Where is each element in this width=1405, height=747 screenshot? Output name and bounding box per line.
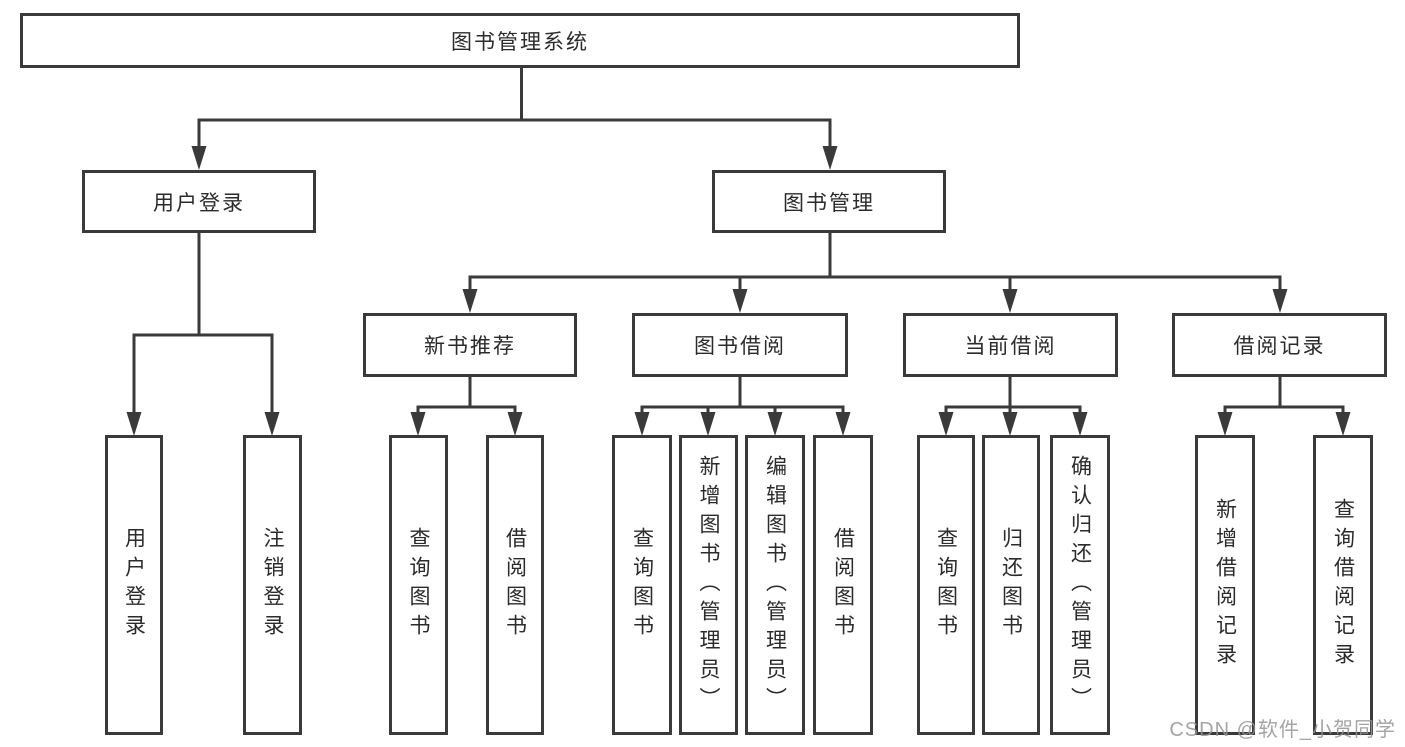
leaf-query-books-3-label: 查询图书 <box>934 527 958 643</box>
node-book-management-label: 图书管理 <box>783 191 875 215</box>
node-current-borrowing: 当前借阅 <box>903 313 1118 377</box>
leaf-query-books-2: 查询图书 <box>612 435 672 735</box>
leaf-confirm-return-admin-label: 确认归还（管理员） <box>1068 454 1092 716</box>
leaf-add-borrow-record: 新增借阅记录 <box>1195 435 1255 735</box>
node-borrowing-records-label: 借阅记录 <box>1233 335 1326 358</box>
leaf-logout-label: 注销登录 <box>261 527 284 643</box>
leaf-logout: 注销登录 <box>243 435 302 735</box>
leaf-user-login-label: 用户登录 <box>122 527 146 643</box>
leaf-add-books-admin-label: 新增图书（管理员） <box>697 454 720 716</box>
node-user-login: 用户登录 <box>82 170 316 233</box>
leaf-query-books-3: 查询图书 <box>917 435 975 735</box>
leaf-query-books-2-label: 查询图书 <box>630 527 654 643</box>
watermark: CSDN @软件_小贺同学 <box>1169 719 1396 741</box>
node-borrowing-records: 借阅记录 <box>1172 313 1387 377</box>
leaf-return-books: 归还图书 <box>982 435 1040 735</box>
node-root-label: 图书管理系统 <box>451 30 589 54</box>
leaf-add-books-admin: 新增图书（管理员） <box>679 435 738 735</box>
leaf-query-borrow-record: 查询借阅记录 <box>1313 435 1373 735</box>
node-book-management: 图书管理 <box>712 170 946 233</box>
leaf-borrow-books-2: 借阅图书 <box>813 435 873 735</box>
node-current-borrowing-label: 当前借阅 <box>964 335 1057 358</box>
leaf-user-login: 用户登录 <box>105 435 163 735</box>
node-new-book-recommend-label: 新书推荐 <box>424 335 516 358</box>
node-user-login-label: 用户登录 <box>153 191 245 215</box>
node-new-book-recommend: 新书推荐 <box>363 313 577 377</box>
arrowheads <box>126 146 1351 436</box>
node-book-borrowing: 图书借阅 <box>632 313 848 377</box>
leaf-borrow-books-1: 借阅图书 <box>486 435 544 735</box>
node-root-library-system: 图书管理系统 <box>20 13 1020 68</box>
leaf-borrow-books-2-label: 借阅图书 <box>831 527 855 643</box>
leaf-query-books-1-label: 查询图书 <box>407 527 430 643</box>
node-book-borrowing-label: 图书借阅 <box>694 335 786 358</box>
leaf-add-borrow-record-label: 新增借阅记录 <box>1213 498 1237 672</box>
leaf-return-books-label: 归还图书 <box>999 527 1023 643</box>
leaf-edit-books-admin: 编辑图书（管理员） <box>745 435 805 735</box>
leaf-confirm-return-admin: 确认归还（管理员） <box>1050 435 1110 735</box>
leaf-edit-books-admin-label: 编辑图书（管理员） <box>763 454 787 716</box>
leaf-query-books-1: 查询图书 <box>389 435 448 735</box>
leaf-query-borrow-record-label: 查询借阅记录 <box>1331 498 1355 672</box>
leaf-borrow-books-1-label: 借阅图书 <box>503 527 527 643</box>
